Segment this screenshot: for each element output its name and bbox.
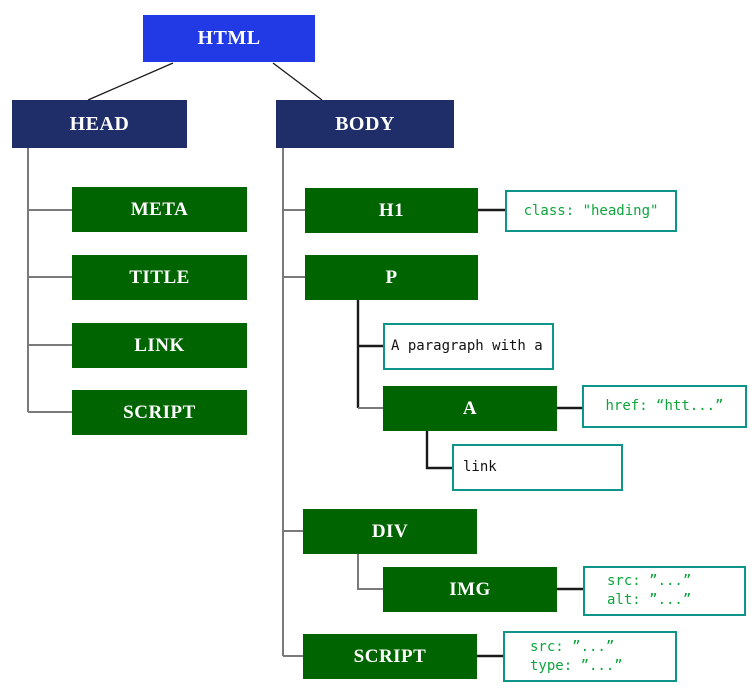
connector-html-head bbox=[87, 62, 174, 101]
node-img: IMG bbox=[383, 567, 557, 612]
node-a: A bbox=[383, 386, 557, 431]
annotation-line: link bbox=[463, 459, 497, 475]
annotation-line: src: ”...” bbox=[530, 638, 615, 655]
node-html: HTML bbox=[143, 15, 315, 62]
annotation-line: src: ”...” bbox=[607, 573, 692, 589]
annotation-h1-class: class: "heading" bbox=[505, 190, 677, 232]
annotation-img-attrs: src: ”...” alt: ”...” bbox=[583, 566, 746, 616]
node-link: LINK bbox=[72, 323, 247, 368]
node-body-script: SCRIPT bbox=[303, 634, 477, 679]
annotation-line: A paragraph with a bbox=[391, 338, 543, 354]
node-h1: H1 bbox=[305, 188, 478, 233]
annotation-line: alt: ”...” bbox=[607, 592, 692, 608]
annotation-line: href: “htt...” bbox=[605, 398, 724, 414]
annotation-p-text: A paragraph with a bbox=[383, 323, 554, 370]
node-head: HEAD bbox=[12, 100, 187, 148]
connector-div-img bbox=[357, 554, 383, 590]
annotation-a-href: href: “htt...” bbox=[582, 385, 747, 428]
annotation-line: class: "heading" bbox=[523, 202, 659, 219]
node-body: BODY bbox=[276, 100, 454, 148]
node-head-script: SCRIPT bbox=[72, 390, 247, 435]
node-div: DIV bbox=[303, 509, 477, 554]
annotation-script-attrs: src: ”...” type: ”...” bbox=[503, 631, 677, 682]
connector-a-text bbox=[425, 431, 452, 470]
connector-html-body bbox=[272, 62, 323, 101]
annotation-a-text: link bbox=[452, 444, 623, 491]
annotation-line: type: ”...” bbox=[530, 657, 623, 674]
node-p: P bbox=[305, 255, 478, 300]
node-meta: META bbox=[72, 187, 247, 232]
node-title: TITLE bbox=[72, 255, 247, 300]
